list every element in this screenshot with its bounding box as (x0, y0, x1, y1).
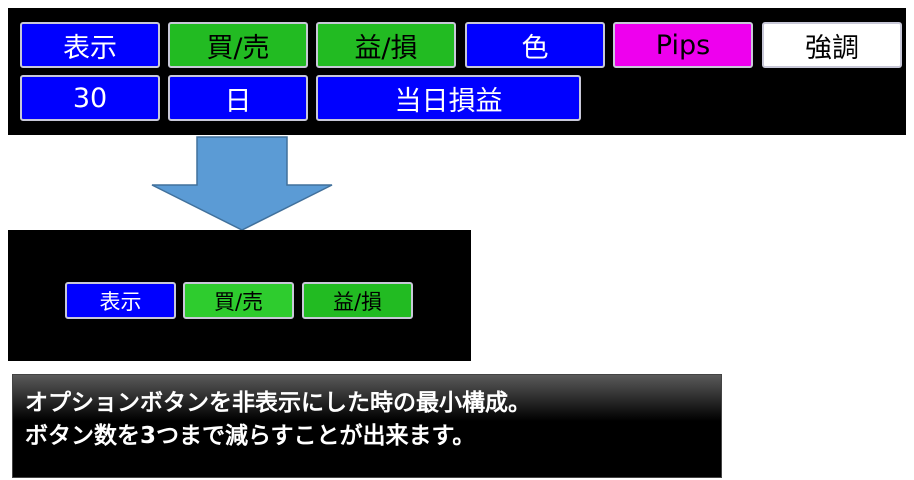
display-button[interactable]: 表示 (65, 282, 176, 319)
profit-loss-button[interactable]: 益/損 (316, 22, 456, 68)
caption-line-1: オプションボタンを非表示にした時の最小構成。 (25, 390, 531, 416)
pips-button[interactable]: Pips (613, 22, 753, 68)
profit-loss-button[interactable]: 益/損 (302, 282, 413, 319)
highlight-button[interactable]: 強調 (762, 22, 902, 68)
full-toolbar-panel: 表示 買/売 益/損 色 Pips 強調 30 日 当日損益 (8, 8, 906, 135)
buy-sell-button[interactable]: 買/売 (168, 22, 308, 68)
minimal-toolbar-panel: 表示 買/売 益/損 (8, 230, 471, 361)
arrow-down-icon (151, 136, 333, 231)
color-button[interactable]: 色 (465, 22, 605, 68)
buy-sell-button[interactable]: 買/売 (183, 282, 294, 319)
day-button[interactable]: 日 (168, 75, 308, 121)
caption-line-2: ボタン数を3つまで減らすことが出来ます。 (25, 423, 476, 449)
display-button[interactable]: 表示 (20, 22, 160, 68)
today-profit-loss-button[interactable]: 当日損益 (316, 75, 581, 121)
caption-box: オプションボタンを非表示にした時の最小構成。 ボタン数を3つまで減らすことが出来… (12, 374, 722, 478)
count-30-button[interactable]: 30 (20, 75, 160, 121)
